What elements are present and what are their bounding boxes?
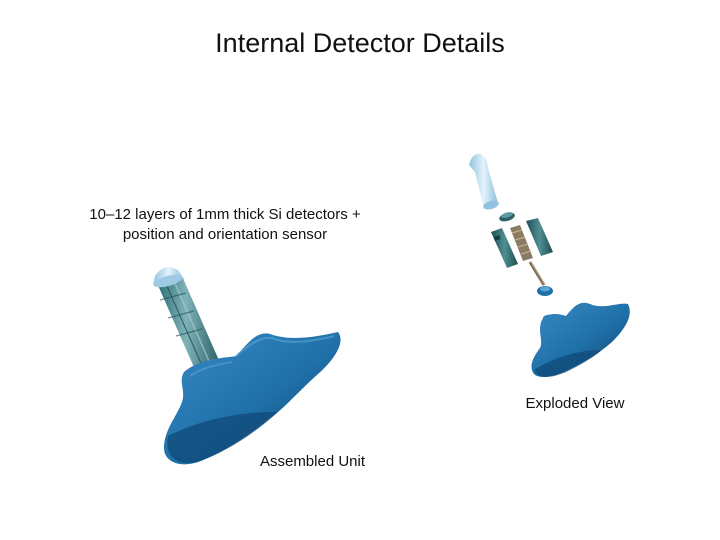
- assembled-earpiece-body: [164, 332, 341, 465]
- exploded-sensor-rod: [528, 261, 546, 286]
- exploded-view: [469, 153, 630, 377]
- exploded-tip-cap: [469, 153, 499, 210]
- exploded-earpiece-body: [531, 302, 630, 377]
- layers-caption-line-1: 10–12 layers of 1mm thick Si detectors +: [89, 206, 361, 223]
- slide-title: Internal Detector Details: [215, 28, 505, 58]
- assembled-tip-cap: [153, 267, 184, 288]
- assembled-probe-tube: [157, 276, 221, 372]
- exploded-si-detector-stack: [510, 225, 533, 261]
- exploded-connector: [537, 286, 553, 296]
- exploded-ring: [499, 212, 515, 222]
- layers-caption: 10–12 layers of 1mm thick Si detectors +…: [55, 205, 395, 245]
- exploded-housing-half-right: [526, 218, 553, 256]
- assembled-unit: [153, 267, 341, 465]
- exploded-view-caption: Exploded View: [525, 395, 625, 412]
- layers-caption-line-2: position and orientation sensor: [122, 226, 328, 243]
- exploded-housing-half-left: [491, 228, 518, 268]
- assembled-unit-caption: Assembled Unit: [259, 453, 366, 470]
